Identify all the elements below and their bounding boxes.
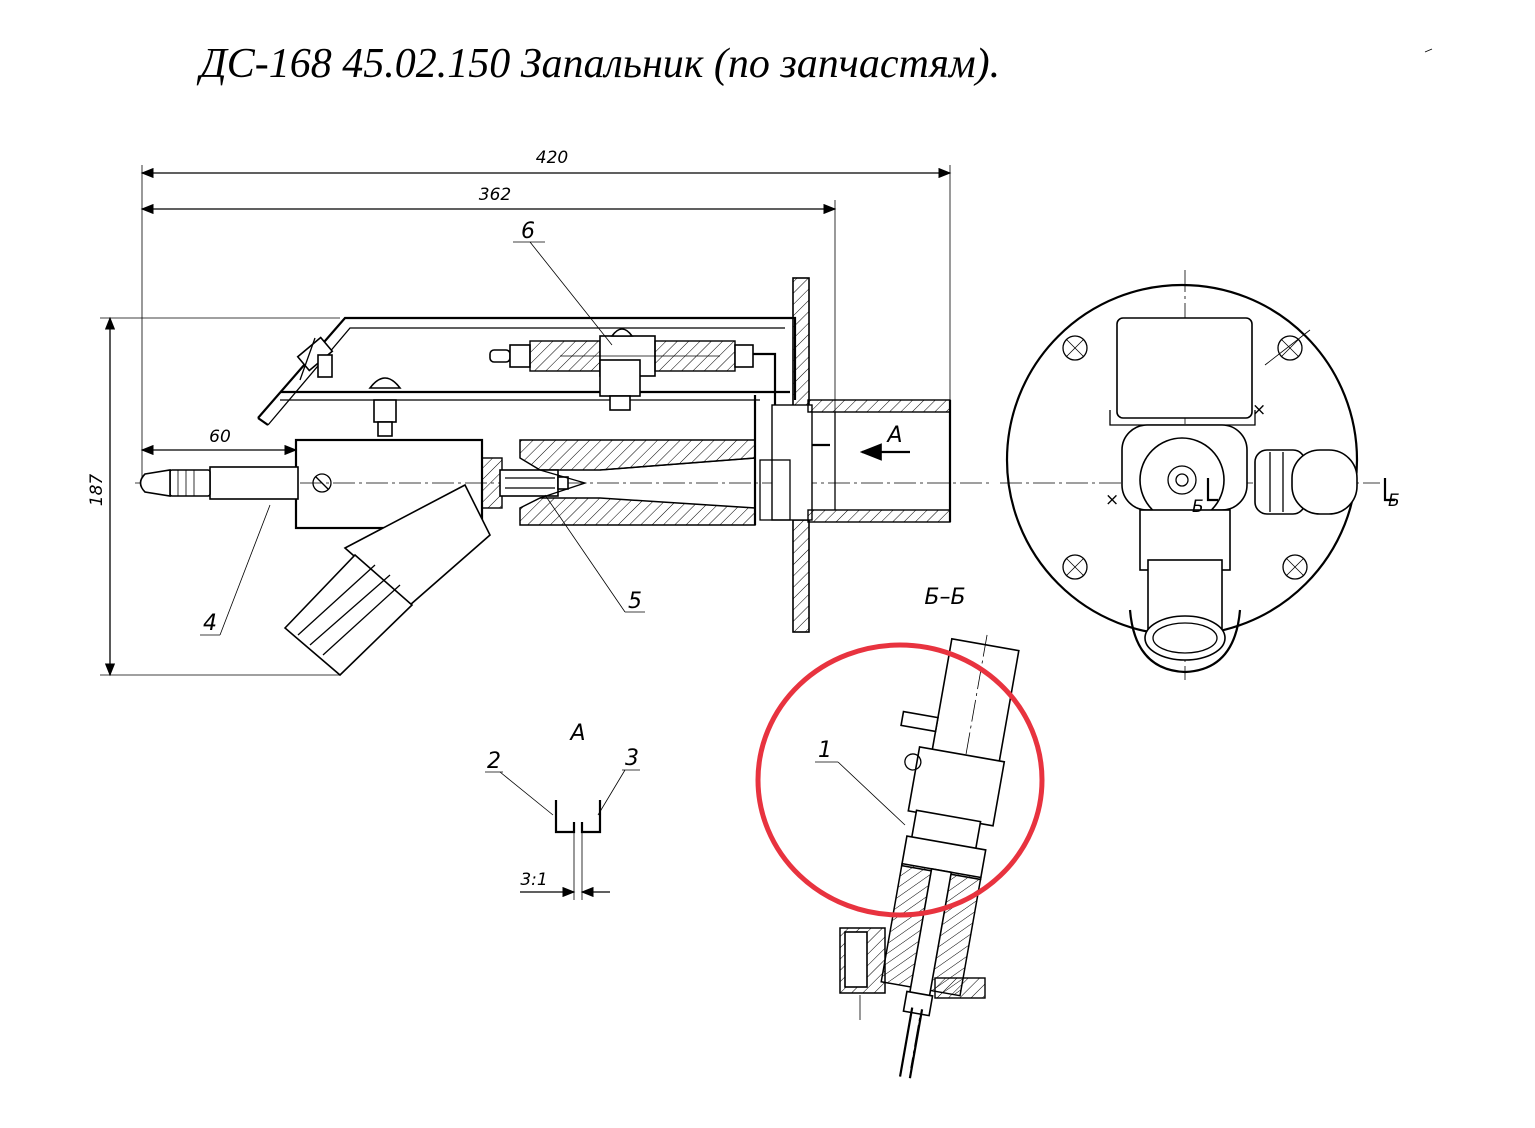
cover-bolt — [296, 336, 334, 381]
dimension-362-label: 362 — [479, 185, 511, 205]
bolt-hole — [1062, 335, 1088, 361]
gas-inlet-4 — [139, 466, 299, 500]
mounting-bolt — [368, 377, 402, 437]
section-b-b: Б–Б — [839, 585, 1020, 1079]
svg-text:2: 2 — [487, 749, 501, 774]
svg-text:3: 3 — [625, 746, 639, 771]
view-a-title: А — [568, 721, 585, 746]
callout-4: 4 — [200, 504, 271, 636]
callout-1: 1 — [815, 738, 906, 826]
section-mark-b: Б Б — [1192, 478, 1400, 517]
view-arrow-a: А — [859, 423, 910, 461]
dimension-420: 420 — [140, 148, 952, 480]
view-arrow-a-label: А — [885, 423, 902, 448]
highlight-circle — [755, 642, 1045, 918]
burner-body — [519, 395, 757, 526]
svg-text:×: × — [1105, 490, 1119, 510]
svg-text:1: 1 — [818, 738, 832, 763]
air-tube — [807, 399, 952, 523]
electrode-holder-6 — [489, 328, 830, 447]
mounting-flange — [759, 277, 813, 633]
bolt-hole — [1062, 554, 1088, 580]
svg-text:×: × — [1252, 400, 1266, 420]
detail-gap-label: 3:1 — [520, 870, 547, 890]
dimension-60: 60 — [140, 427, 298, 456]
bolt-hole — [1277, 335, 1303, 361]
callout-5: 5 — [544, 494, 645, 614]
igniter-front-view: × × Б Б — [1000, 270, 1400, 680]
bolt-hole — [1282, 554, 1308, 580]
view-a-detail: А 3:1 — [520, 721, 610, 900]
callout-2: 2 — [485, 749, 554, 816]
dimension-60-label: 60 — [209, 427, 231, 447]
nozzle-5 — [481, 457, 588, 509]
igniter-side-view: А — [135, 277, 990, 677]
drawing-title: ДС-168 45.02.150 Запальник (по запчастям… — [200, 41, 1001, 87]
svg-text:5: 5 — [628, 589, 642, 614]
svg-text:6: 6 — [521, 219, 535, 244]
dimension-420-label: 420 — [536, 148, 568, 168]
dimension-187: 187 — [87, 316, 340, 677]
section-b-b-title: Б–Б — [924, 585, 965, 610]
callout-6: 6 — [513, 219, 613, 346]
angled-pipe — [283, 483, 491, 677]
callout-3: 3 — [597, 746, 640, 816]
dimension-187-label: 187 — [87, 474, 107, 507]
svg-text:4: 4 — [203, 611, 217, 636]
svg-text:Б: Б — [1192, 497, 1204, 517]
dimension-362: 362 — [140, 185, 837, 445]
svg-text:Б: Б — [1388, 491, 1400, 511]
